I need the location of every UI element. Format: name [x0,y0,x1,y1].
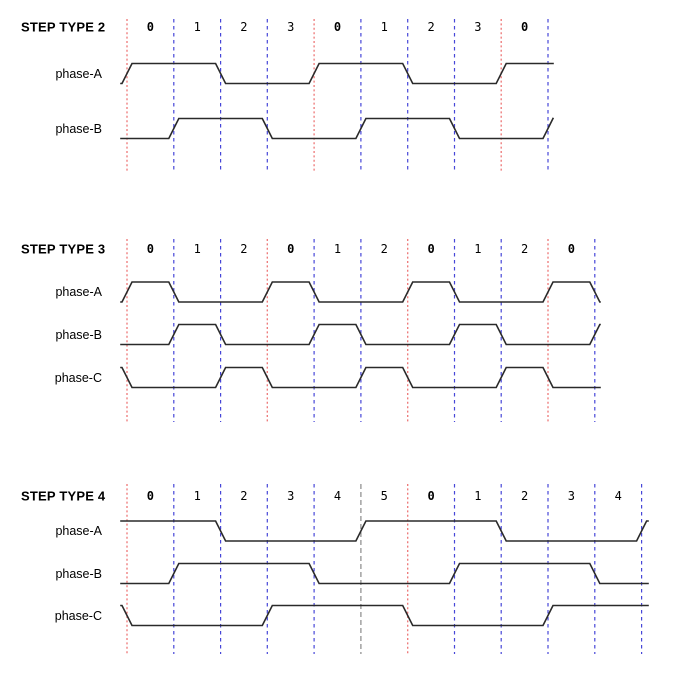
step-number: 2 [380,242,388,256]
step-number: 0 [333,20,342,34]
step-number: 3 [474,20,482,34]
phase-label: phase-B [55,566,102,581]
phase-label: phase-C [54,370,102,385]
step-number: 2 [240,489,248,503]
phase-label: phase-A [55,523,102,538]
step-number: 1 [193,489,201,503]
step-number: 0 [427,242,435,256]
step-number: 0 [567,242,576,256]
waveform-step-type-2-phase-b [120,117,555,140]
step-number: 3 [567,489,576,503]
section-step-type-2 [120,19,555,173]
step-number: 4 [333,489,342,503]
step-number: 1 [474,489,482,503]
section-title: STEP TYPE 2 [21,19,106,35]
section-step-type-4 [120,484,649,654]
step-number: 0 [520,20,529,34]
step-number: 3 [287,489,295,503]
phase-label: phase-B [55,327,102,342]
step-number: 0 [146,20,155,34]
step-number: 2 [520,489,529,503]
section-step-type-3 [120,239,601,422]
section-title: STEP TYPE 4 [21,488,106,504]
step-number: 1 [193,242,201,256]
phase-label: phase-C [54,608,102,623]
phase-label: phase-A [55,284,102,299]
step-number: 2 [240,242,248,256]
step-number: 0 [146,242,155,256]
step-number: 2 [520,242,529,256]
waveform-step-type-4-phase-b [120,562,649,585]
step-number: 0 [287,242,295,256]
phase-label: phase-B [55,121,102,136]
step-number: 1 [193,20,201,34]
step-number: 1 [333,242,342,256]
waveform-step-type-3-phase-a [120,281,601,303]
step-number: 3 [287,20,295,34]
step-number: 5 [380,489,388,503]
step-number: 1 [474,242,482,256]
step-number: 0 [427,489,435,503]
waveform-step-type-2-phase-a [120,62,554,85]
waveform-step-type-4-phase-a [120,520,649,542]
step-number: 0 [146,489,155,503]
waveform-step-type-3-phase-b [120,323,601,346]
step-number: 2 [240,20,248,34]
section-title: STEP TYPE 3 [21,241,106,257]
step-number: 2 [427,20,435,34]
phase-label: phase-A [55,66,102,81]
waveform-step-type-3-phase-c [120,366,601,389]
step-number: 4 [614,489,622,503]
waveform-step-type-4-phase-c [120,604,649,627]
step-number: 1 [380,20,388,34]
